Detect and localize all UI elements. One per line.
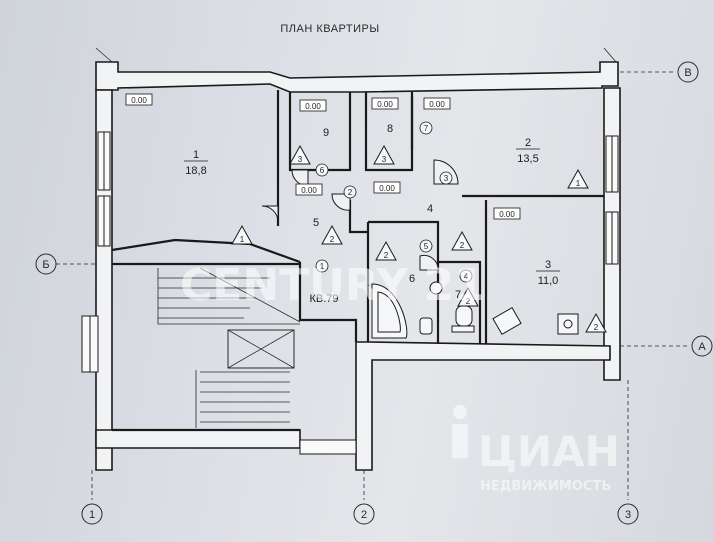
svg-text:4: 4 [464, 272, 469, 281]
room-5-label: 5 [313, 217, 319, 229]
level-marker-room-1: 0.00 [125, 93, 153, 106]
finish-markers: 1 1 2 2 2 2 2 3 3 [231, 144, 607, 333]
svg-text:Б: Б [42, 259, 49, 271]
svg-text:0.00: 0.00 [499, 210, 515, 219]
svg-text:1: 1 [240, 235, 245, 244]
svg-text:2: 2 [361, 509, 367, 521]
level-marker-room-8: 0.00 [371, 97, 399, 110]
finish-marker-room-9: 3 [289, 144, 311, 165]
svg-text:2: 2 [384, 251, 389, 260]
door-marker-7: 7 [419, 121, 433, 135]
axis-bubble-3: 3 [617, 503, 639, 525]
svg-text:1: 1 [89, 509, 95, 521]
svg-text:ЦИАН: ЦИАН [478, 427, 620, 476]
windows [81, 131, 619, 455]
svg-text:В: В [684, 67, 691, 79]
svg-text:0.00: 0.00 [429, 100, 445, 109]
svg-text:6: 6 [320, 166, 325, 175]
svg-text:2: 2 [594, 323, 599, 332]
door-marker-1: 1 [315, 259, 329, 273]
svg-text:0.00: 0.00 [305, 102, 321, 111]
svg-text:3: 3 [298, 155, 303, 164]
svg-text:3: 3 [625, 509, 631, 521]
svg-text:2: 2 [525, 137, 531, 149]
level-marker-room-3: 0.00 [493, 207, 521, 220]
axis-bubble-2: 2 [353, 503, 375, 525]
bathtub [371, 283, 408, 339]
axis-bubble-v: В [677, 61, 699, 83]
axis-bubble-b: Б [35, 253, 57, 275]
room-4-label: 4 [427, 203, 433, 215]
svg-text:3: 3 [545, 259, 551, 271]
finish-marker-room-1: 1 [231, 224, 253, 245]
door-marker-5: 5 [419, 239, 433, 253]
svg-text:0.00: 0.00 [131, 96, 147, 105]
staircase [157, 267, 301, 428]
axis-bubble-1: 1 [81, 503, 103, 525]
svg-text:7: 7 [424, 124, 429, 133]
room-1-label: 1 18,8 [184, 149, 208, 177]
bath-fixtures [371, 281, 579, 339]
axis-grid [56, 47, 690, 500]
svg-text:CENTURY 21: CENTURY 21 [180, 260, 485, 311]
room-3-label: 3 11,0 [536, 259, 560, 287]
svg-text:0.00: 0.00 [379, 184, 395, 193]
finish-marker-room-3: 2 [585, 312, 607, 333]
door-marker-6: 6 [315, 163, 329, 177]
svg-text:13,5: 13,5 [517, 153, 538, 165]
axis-bubble-a: А [691, 335, 713, 357]
svg-text:3: 3 [444, 174, 449, 183]
level-marker-room-4: 0.00 [373, 181, 401, 194]
level-marker-room-5: 0.00 [295, 183, 323, 196]
door-swings [261, 159, 459, 271]
door-marker-2: 2 [343, 185, 357, 199]
apartment-label: КВ.79 [309, 293, 338, 305]
interior-walls [111, 90, 604, 432]
washbasin [429, 281, 443, 295]
room-7-label: 7 [455, 289, 461, 301]
watermark-logo [452, 405, 468, 458]
stove [557, 313, 579, 335]
svg-text:2: 2 [348, 188, 353, 197]
finish-marker-room-6: 2 [375, 240, 397, 261]
svg-text:2: 2 [330, 235, 335, 244]
svg-text:0.00: 0.00 [301, 186, 317, 195]
finish-marker-room-7: 2 [457, 286, 479, 307]
svg-text:11,0: 11,0 [538, 275, 559, 287]
finish-marker-room-4: 2 [451, 230, 473, 251]
plan-title: ПЛАН КВАРТИРЫ [280, 23, 379, 35]
kitchen-sink [492, 307, 522, 335]
svg-text:НЕДВИЖИМОСТЬ: НЕДВИЖИМОСТЬ [480, 479, 611, 494]
svg-text:А: А [698, 341, 706, 353]
svg-text:18,8: 18,8 [185, 165, 206, 177]
room-9-label: 9 [323, 127, 329, 139]
door-number-markers: 1 2 3 4 5 6 7 [315, 121, 473, 283]
door-marker-4: 4 [459, 269, 473, 283]
room-6-label: 6 [409, 273, 415, 285]
watermark: CENTURY 21 ЦИАН НЕДВИЖИМОСТЬ [180, 260, 620, 494]
level-marker-room-2: 0.00 [423, 97, 451, 110]
finish-marker-room-5: 2 [321, 224, 343, 245]
finish-marker-room-8: 3 [373, 144, 395, 165]
room-8-label: 8 [387, 123, 393, 135]
svg-text:1: 1 [193, 149, 199, 161]
svg-text:5: 5 [424, 242, 429, 251]
svg-text:3: 3 [382, 155, 387, 164]
svg-text:2: 2 [460, 241, 465, 250]
svg-text:1: 1 [576, 179, 581, 188]
svg-text:0.00: 0.00 [377, 100, 393, 109]
svg-text:1: 1 [320, 262, 325, 271]
level-marker-room-9: 0.00 [299, 99, 327, 112]
finish-marker-room-2: 1 [567, 168, 589, 189]
door-marker-3: 3 [439, 171, 453, 185]
svg-text:2: 2 [466, 297, 471, 306]
room-2-label: 2 13,5 [516, 137, 540, 165]
sink [419, 317, 433, 335]
